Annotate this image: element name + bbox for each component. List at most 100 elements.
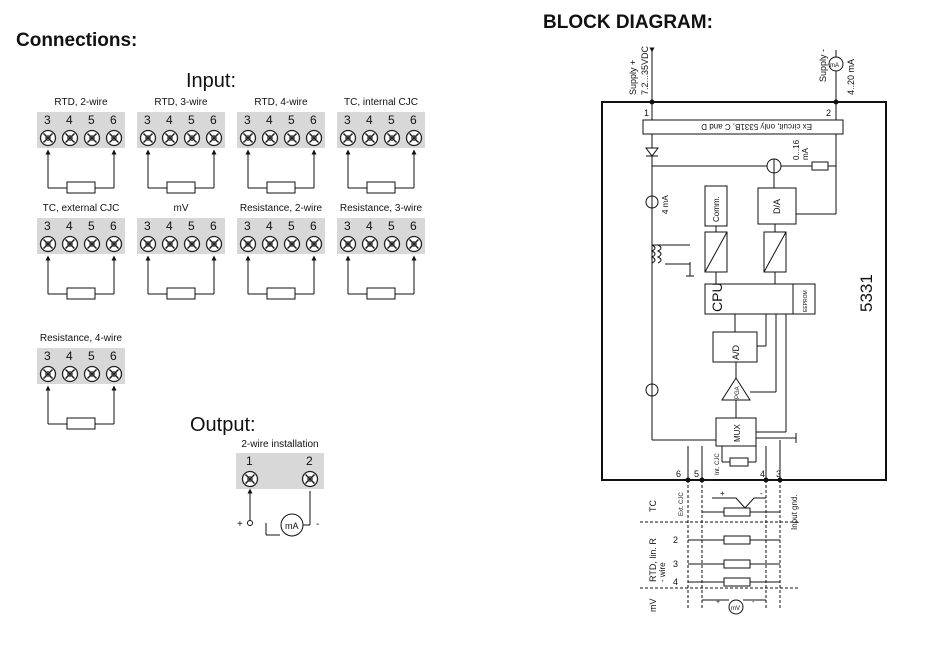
source-4-label: 4 mA	[661, 195, 670, 214]
ammeter-label: mA	[285, 521, 299, 531]
input-module-label: mV	[173, 203, 189, 214]
output-title: Output:	[190, 414, 256, 436]
input-module-label: RTD, 4-wire	[254, 97, 308, 108]
terminal-number: 4	[66, 219, 73, 233]
terminal-number: 3	[344, 113, 351, 127]
da-block	[757, 187, 797, 225]
terminal-number: 4	[266, 113, 273, 127]
eeprom-block	[792, 283, 816, 315]
pin-1: 1	[644, 108, 649, 118]
terminal-number: 3	[144, 219, 151, 233]
cpu-block	[704, 283, 794, 315]
input-module-9: 3 4 5 6	[37, 348, 125, 430]
terminal-number: 3	[344, 219, 351, 233]
terminal-number: 4	[266, 219, 273, 233]
input-module-label: TC, external CJC	[42, 203, 120, 214]
module-wiring	[45, 385, 117, 430]
terminal-number: 5	[88, 113, 95, 127]
terminal-number: 3	[244, 219, 251, 233]
terminal-number: 5	[88, 219, 95, 233]
transmitter-housing	[601, 101, 887, 481]
terminal-number: 5	[88, 349, 95, 363]
module-wiring	[245, 255, 317, 300]
tc-minus: -	[760, 489, 763, 498]
wire-count-3: 3	[673, 559, 678, 569]
terminal-number: 6	[210, 113, 217, 127]
input-module-7: 3 4 5 6	[237, 218, 325, 300]
module-wiring	[45, 149, 117, 194]
cpu-label: CPU	[709, 282, 725, 312]
terminal-number: 6	[110, 349, 117, 363]
input-module-label: Resistance, 4-wire	[39, 333, 123, 344]
mv-label: mV	[648, 599, 658, 613]
terminal-number: 6	[110, 219, 117, 233]
input-module-3: 3 4 5 6	[237, 112, 325, 194]
terminal-number: 6	[410, 219, 417, 233]
terminal-number: 3	[44, 349, 51, 363]
terminal-number: 5	[188, 219, 195, 233]
input-module-1: 3 4 5 6	[37, 112, 125, 194]
terminal-number: 5	[288, 219, 295, 233]
model-number: 5331	[857, 274, 876, 312]
module-wiring	[45, 255, 117, 300]
source-16-unit: mA	[801, 147, 810, 160]
input-module-6: 3 4 5 6	[137, 218, 225, 300]
tc-label: TC	[648, 500, 658, 512]
terminal-number: 5	[388, 219, 395, 233]
mv-meter-label: mV	[731, 606, 740, 612]
pga-label: PGA	[735, 386, 741, 399]
output-terminal-number: 1	[246, 454, 253, 468]
wire-label: - wire	[658, 562, 667, 582]
mux-label: MUX	[733, 424, 742, 442]
block-diagram-heading: BLOCK DIAGRAM:	[543, 12, 713, 33]
wire-count-4: 4	[673, 577, 678, 587]
int-cjc-label: Int. CJC	[715, 453, 721, 475]
terminal-number: 6	[310, 113, 317, 127]
terminal-number: 4	[166, 219, 173, 233]
pin-4: 4	[760, 469, 765, 479]
module-wiring	[245, 149, 317, 194]
terminal-number: 3	[244, 113, 251, 127]
module-wiring	[345, 149, 417, 194]
ex-circuit-bar	[642, 119, 844, 135]
input-module-label: Resistance, 3-wire	[339, 203, 423, 214]
loop-range-label: 4..20 mA	[846, 59, 856, 95]
output-terminal-number: 2	[306, 454, 313, 468]
ad-label: A/D	[731, 344, 741, 360]
terminal-number: 6	[310, 219, 317, 233]
output-plus: +	[237, 519, 243, 530]
pin-6: 6	[676, 469, 681, 479]
terminal-number: 6	[210, 219, 217, 233]
da-label: D/A	[772, 199, 782, 214]
input-title: Input:	[186, 70, 237, 92]
tc-plus: +	[720, 489, 725, 498]
supply-plus-label: Supply +	[628, 60, 638, 95]
terminal-number: 6	[110, 113, 117, 127]
ex-circuit-label: Ex circuit, only 5331B, C and D	[701, 122, 812, 131]
eeprom-label: EEPROM	[803, 290, 809, 312]
module-wiring	[345, 255, 417, 300]
source-16-label: 0...16	[792, 139, 801, 160]
input-module-5: 3 4 5 6	[37, 218, 125, 300]
terminal-number: 6	[410, 113, 417, 127]
input-gnd-label: Input gnd.	[790, 494, 799, 530]
terminal-number: 3	[44, 219, 51, 233]
svg-text:mA: mA	[830, 63, 839, 69]
output-minus: -	[316, 519, 319, 530]
pin-5: 5	[694, 469, 699, 479]
terminal-number: 4	[66, 113, 73, 127]
input-module-label: RTD, 2-wire	[54, 97, 108, 108]
terminal-number: 3	[44, 113, 51, 127]
mv-plus: +	[716, 599, 720, 606]
input-module-label: TC, internal CJC	[344, 97, 418, 108]
input-module-label: RTD, 3-wire	[154, 97, 208, 108]
terminal-number: 5	[288, 113, 295, 127]
pin-3: 3	[776, 469, 781, 479]
output-module: 1 2 mA + -	[236, 453, 324, 537]
terminal-number: 4	[66, 349, 73, 363]
mv-minus: -	[752, 599, 755, 606]
